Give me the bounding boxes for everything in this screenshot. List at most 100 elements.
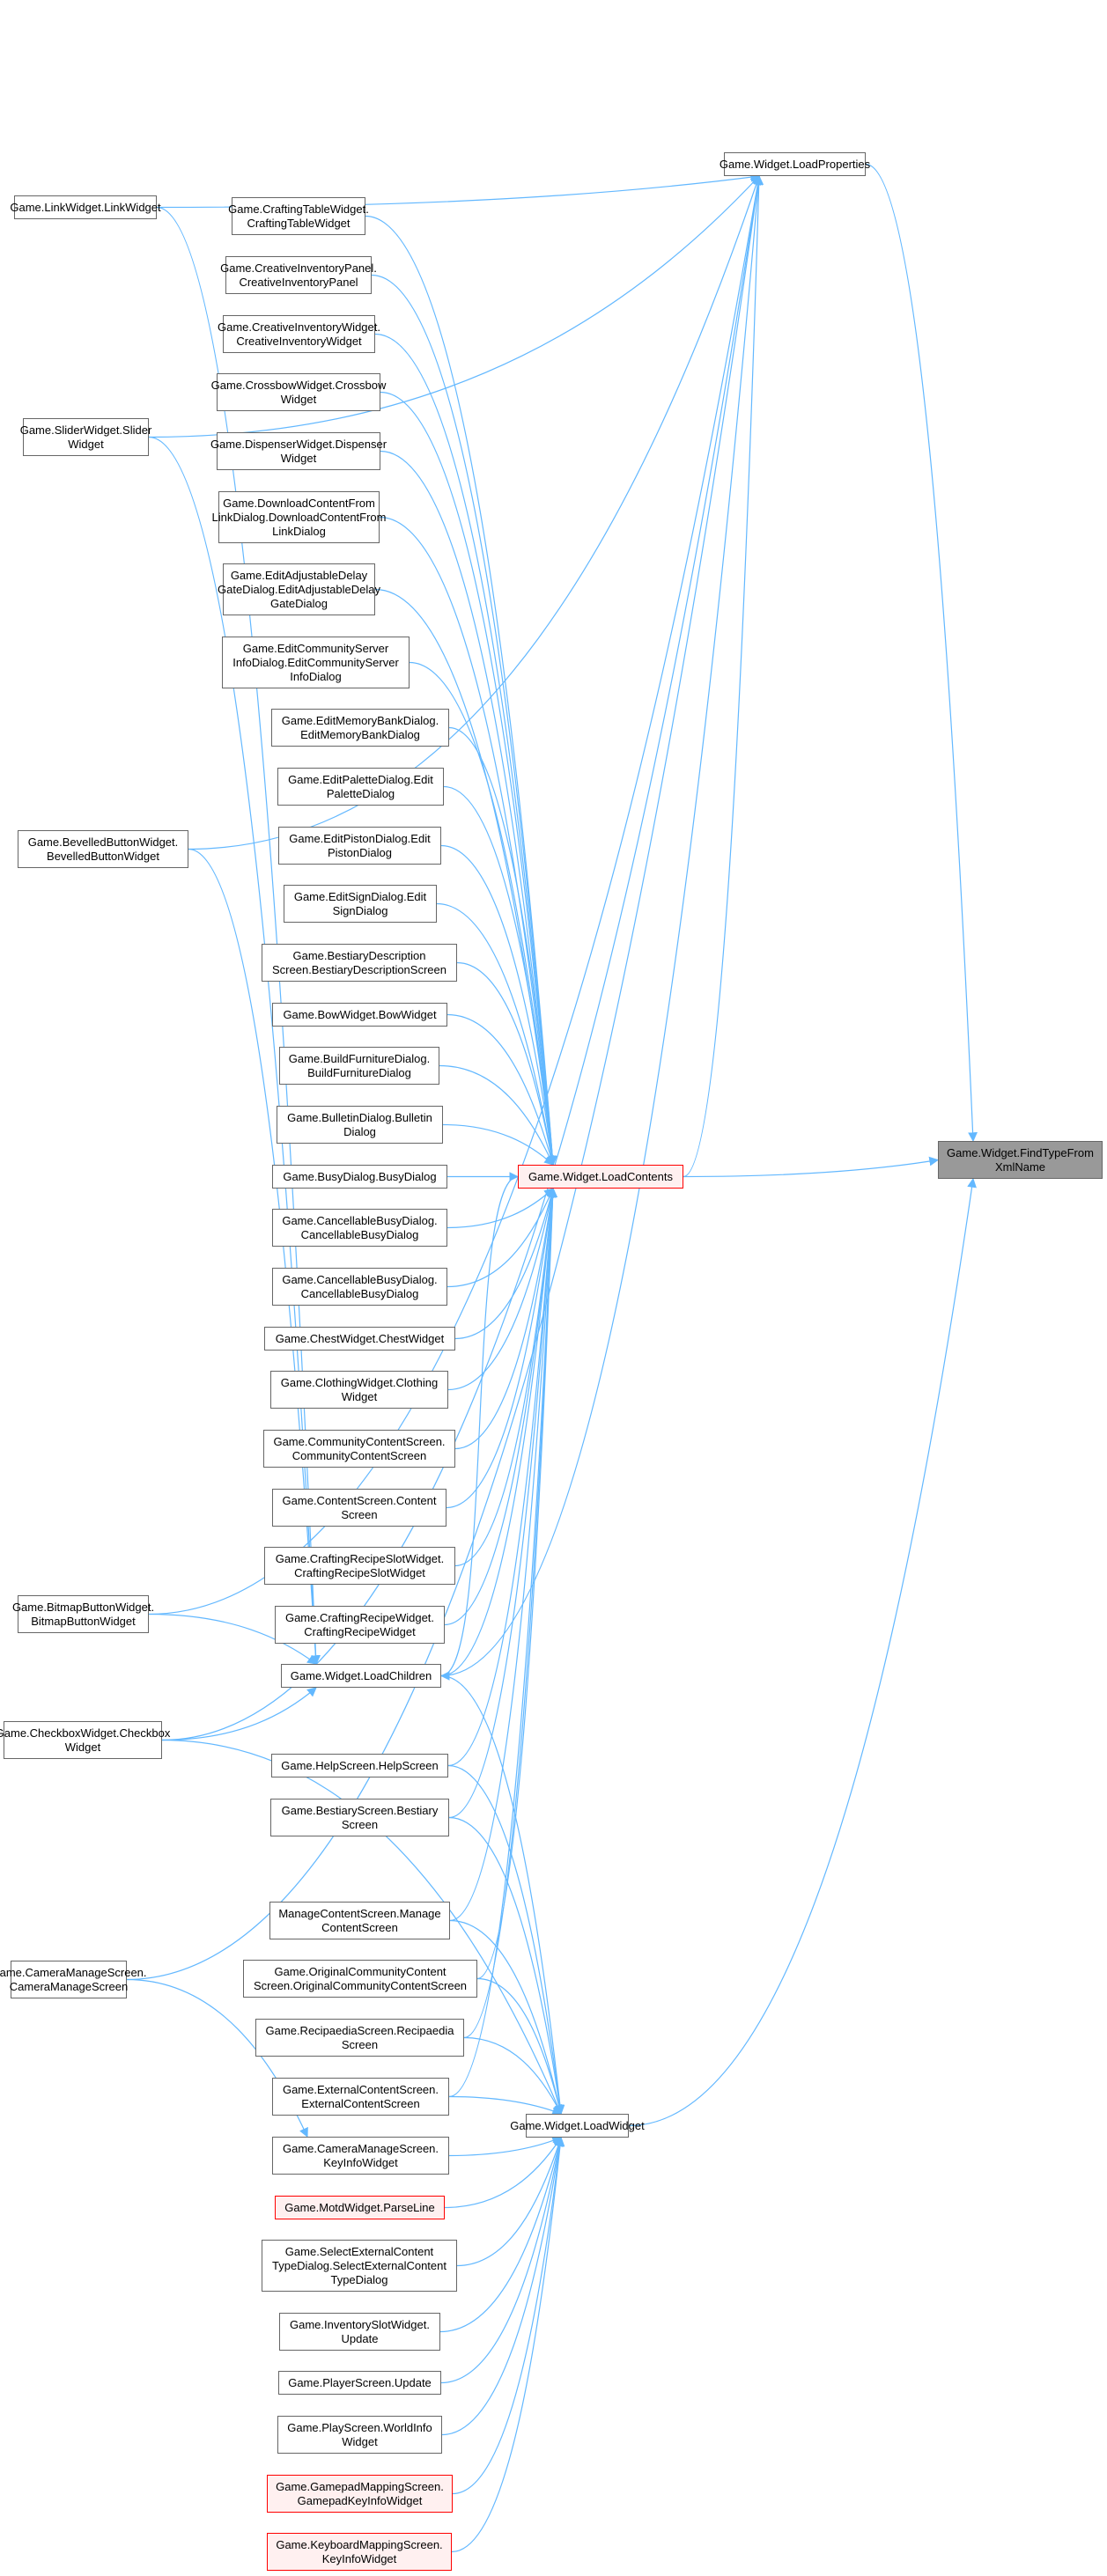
edge-craftingtable-to-loadcontents [365,215,557,1167]
edge-cameramanage-to-loadprops [126,174,763,1981]
graph-node-editmemory[interactable]: Game.EditMemoryBankDialog. EditMemoryBan… [271,709,449,747]
edge-editcommunity-to-loadcontents [409,661,557,1167]
graph-node-link[interactable]: Game.LinkWidget.LinkWidget [10,195,161,219]
graph-node-download[interactable]: Game.DownloadContentFrom LinkDialog.Down… [212,491,387,543]
edge-bulletin-to-loadcontents [442,1123,554,1166]
edge-recipewidget-to-loadcontents [444,1187,557,1626]
edge-managecontent-to-loadcontents [449,1187,557,1922]
edge-bow-to-loadcontents [446,1013,556,1167]
graph-node-cameramanage[interactable]: Game.CameraManageScreen. CameraManageScr… [0,1961,147,1998]
edge-bestiarydesc-to-loadcontents [456,961,557,1167]
graph-node-editsign[interactable]: Game.EditSignDialog.Edit SignDialog [284,885,437,923]
edge-selectexternal-to-loadwidget [456,2136,564,2267]
edge-motd-to-loadwidget [444,2137,562,2209]
graph-node-bulletin[interactable]: Game.BulletinDialog.Bulletin Dialog [277,1106,443,1144]
graph-node-recipewidget[interactable]: Game.CraftingRecipeWidget. CraftingRecip… [275,1606,445,1644]
graph-node-bestiary[interactable]: Game.BestiaryScreen.Bestiary Screen [270,1799,449,1836]
edge-originalcommunity-to-loadcontents [476,1187,558,1980]
edge-contentscreen-to-loadcontents [446,1187,557,1509]
edge-clothing-to-loadcontents [447,1187,557,1391]
graph-node-editpiston[interactable]: Game.EditPistonDialog.Edit PistonDialog [278,827,441,865]
edge-chest-to-loadcontents [454,1187,556,1340]
edge-bestiary-to-loadwidget [448,1816,565,2116]
graph-node-creativepanel[interactable]: Game.CreativeInventoryPanel. CreativeInv… [220,256,377,294]
graph-node-buildfurniture[interactable]: Game.BuildFurnitureDialog. BuildFurnitur… [279,1047,439,1085]
edge-loadcontents-to-findtype [683,1156,940,1178]
graph-node-worldinfo[interactable]: Game.PlayScreen.WorldInfo Widget [277,2416,442,2454]
edge-keyboard-to-loadwidget [451,2136,565,2553]
edge-bitmap-to-loadchildren [148,1613,317,1665]
graph-node-bevelled[interactable]: Game.BevelledButtonWidget. BevelledButto… [18,830,188,868]
edge-externalcontent-to-loadcontents [448,1187,557,2098]
graph-node-motd[interactable]: Game.MotdWidget.ParseLine [275,2196,445,2219]
graph-node-managecontent[interactable]: ManageContentScreen.Manage ContentScreen [269,1902,450,1939]
graph-node-crossbow[interactable]: Game.CrossbowWidget.Crossbow Widget [211,373,386,411]
graph-node-dispenser[interactable]: Game.DispenserWidget.Dispenser Widget [210,432,387,470]
edge-communitycontent-to-loadcontents [454,1187,557,1450]
edge-loadchildren-to-loadcontents [440,1187,557,1677]
graph-node-editdelay[interactable]: Game.EditAdjustableDelay GateDialog.Edit… [218,563,380,615]
edge-loadwidget-to-findtype [628,1177,977,2127]
edge-loadprops-to-findtype [865,163,978,1143]
edge-recipaedia-to-loadcontents [463,1187,557,2039]
edge-download-to-loadcontents [379,516,557,1167]
edge-editmemory-to-loadcontents [448,726,557,1167]
edge-creativewidget-to-loadcontents [374,333,557,1167]
edge-editsign-to-loadcontents [436,902,557,1167]
graph-node-contentscreen[interactable]: Game.ContentScreen.Content Screen [272,1489,446,1527]
graph-node-recipeslot[interactable]: Game.CraftingRecipeSlotWidget. CraftingR… [264,1547,455,1585]
graph-node-communitycontent[interactable]: Game.CommunityContentScreen. CommunityCo… [263,1430,455,1468]
graph-node-slider[interactable]: Game.SliderWidget.Slider Widget [20,418,151,456]
edge-creativepanel-to-loadcontents [371,274,557,1167]
graph-node-keyboard[interactable]: Game.KeyboardMappingScreen. KeyInfoWidge… [267,2533,452,2571]
graph-node-cancellable1[interactable]: Game.CancellableBusyDialog. CancellableB… [272,1209,447,1247]
edge-gamepad-to-loadwidget [452,2136,565,2495]
edge-dispenser-to-loadcontents [380,450,557,1167]
graph-node-findtype: Game.Widget.FindTypeFrom XmlName [938,1141,1103,1179]
edge-checkbox-to-loadchildren [161,1687,317,1741]
graph-node-clothing[interactable]: Game.ClothingWidget.Clothing Widget [270,1371,448,1409]
graph-node-creativewidget[interactable]: Game.CreativeInventoryWidget. CreativeIn… [218,315,380,353]
graph-node-loadcontents[interactable]: Game.Widget.LoadContents [518,1165,683,1189]
edge-recipaedia-to-loadwidget [463,2036,562,2115]
graph-node-gamepad[interactable]: Game.GamepadMappingScreen. GamepadKeyInf… [267,2475,453,2513]
edge-slider-to-loadprops [148,175,760,438]
graph-node-camerakeyinfo[interactable]: Game.CameraManageScreen. KeyInfoWidget [272,2137,449,2175]
graph-node-originalcommunity[interactable]: Game.OriginalCommunityContent Screen.Ori… [243,1960,477,1998]
edge-loadchildren-to-loadprops [440,174,764,1677]
edge-originalcommunity-to-loadwidget [476,1977,564,2116]
edge-help-to-loadwidget [447,1764,565,2116]
edge-bevelled-to-loadchildren [188,848,321,1666]
graph-node-editpalette[interactable]: Game.EditPaletteDialog.Edit PaletteDialo… [277,768,444,806]
edge-bestiary-to-loadcontents [448,1187,557,1819]
edge-worldinfo-to-loadwidget [441,2136,565,2436]
graph-node-bestiarydesc[interactable]: Game.BestiaryDescription Screen.Bestiary… [262,944,457,982]
edge-camerakeyinfo-to-loadwidget [448,2136,563,2157]
graph-node-loadchildren[interactable]: Game.Widget.LoadChildren [281,1664,441,1688]
graph-node-help[interactable]: Game.HelpScreen.HelpScreen [271,1754,448,1777]
graph-node-cancellable2[interactable]: Game.CancellableBusyDialog. CancellableB… [272,1268,447,1306]
edge-cancellable2-to-loadcontents [446,1188,555,1288]
graph-node-playerscreen[interactable]: Game.PlayerScreen.Update [278,2371,441,2395]
graph-node-externalcontent[interactable]: Game.ExternalContentScreen. ExternalCont… [272,2078,449,2116]
graph-node-bow[interactable]: Game.BowWidget.BowWidget [272,1003,447,1027]
graph-node-recipaedia[interactable]: Game.RecipaediaScreen.Recipaedia Screen [255,2019,464,2057]
graph-node-checkbox[interactable]: Game.CheckboxWidget.Checkbox Widget [0,1721,170,1759]
graph-node-bitmap[interactable]: Game.BitmapButtonWidget. BitmapButtonWid… [12,1595,154,1633]
graph-node-selectexternal[interactable]: Game.SelectExternalContent TypeDialog.Se… [262,2240,457,2292]
edge-checkbox-to-loadwidget [161,1739,563,2115]
graph-node-editcommunity[interactable]: Game.EditCommunityServer InfoDialog.Edit… [222,637,410,688]
edge-buildfurniture-to-loadcontents [439,1064,554,1166]
edge-playerscreen-to-loadwidget [440,2136,565,2384]
edge-loadcontents-to-loadprops [683,174,764,1178]
graph-node-chest[interactable]: Game.ChestWidget.ChestWidget [264,1327,455,1351]
graph-node-craftingtable[interactable]: Game.CraftingTableWidget. CraftingTableW… [228,197,369,235]
edge-editpiston-to-loadcontents [440,844,557,1167]
graph-node-inventoryslot[interactable]: Game.InventorySlotWidget. Update [279,2313,440,2351]
edge-externalcontent-to-loadwidget [448,2095,563,2116]
edge-editpalette-to-loadcontents [443,785,557,1167]
graph-node-loadprops[interactable]: Game.Widget.LoadProperties [720,152,870,176]
graph-node-busy[interactable]: Game.BusyDialog.BusyDialog [272,1165,447,1189]
graph-node-loadwidget[interactable]: Game.Widget.LoadWidget [510,2114,645,2138]
